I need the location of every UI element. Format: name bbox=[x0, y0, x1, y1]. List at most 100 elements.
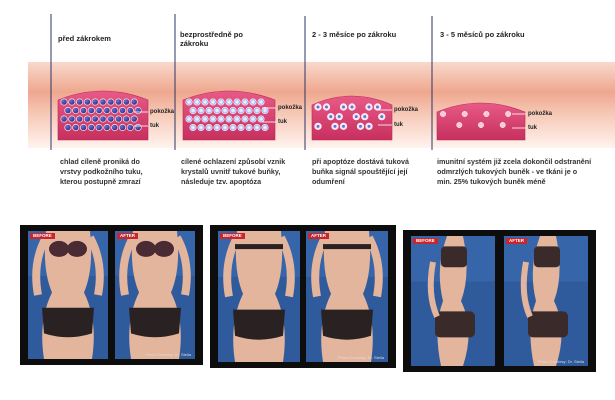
crystallized-fat-cell bbox=[245, 107, 253, 115]
fat-cell bbox=[68, 98, 76, 106]
cell-nucleus bbox=[380, 115, 384, 119]
fat-cell bbox=[87, 106, 95, 115]
fat-cell bbox=[99, 98, 107, 106]
crystallized-fat-cell bbox=[205, 124, 213, 132]
crystallized-fat-cell bbox=[225, 115, 233, 123]
right-arm bbox=[277, 235, 295, 298]
crystallized-fat-cell bbox=[237, 124, 245, 132]
cell-nucleus bbox=[316, 124, 320, 128]
fat-cell bbox=[103, 123, 111, 132]
fat-cell bbox=[60, 115, 68, 123]
fat-cell bbox=[72, 123, 80, 132]
layer-label-fat-4: tuk bbox=[528, 125, 537, 131]
bra-strap bbox=[323, 244, 371, 250]
bra-right-cup bbox=[67, 240, 87, 257]
crystallized-fat-cell bbox=[213, 124, 221, 132]
cell-nucleus bbox=[342, 105, 345, 109]
layer-label-fat-3: tuk bbox=[394, 122, 403, 128]
remaining-fat-cell bbox=[483, 111, 490, 117]
fat-cell bbox=[122, 115, 131, 123]
crystallized-fat-cell bbox=[189, 107, 197, 115]
cell-nucleus bbox=[329, 115, 333, 119]
fat-cell bbox=[91, 115, 99, 123]
fat-cell bbox=[76, 98, 84, 106]
crystallized-fat-cell bbox=[217, 115, 225, 123]
layer-label-skin-2: pokožka bbox=[278, 105, 303, 111]
remaining-fat-cell bbox=[456, 122, 463, 128]
fat-tissue-4 bbox=[436, 102, 526, 141]
fat-cell bbox=[118, 106, 127, 115]
cell-nucleus bbox=[359, 124, 362, 128]
bra-left-cup bbox=[49, 240, 69, 257]
photo-credit: Photo Courtesy: Dr. Stella bbox=[337, 355, 384, 360]
crystallized-fat-cell bbox=[209, 115, 217, 123]
before-tag: BEFORE bbox=[30, 233, 55, 239]
before-tag: BEFORE bbox=[413, 238, 438, 244]
crystallized-fat-cell bbox=[209, 98, 217, 106]
crystallized-fat-cell bbox=[257, 98, 265, 106]
fat-cell bbox=[95, 106, 103, 115]
left-arm bbox=[119, 235, 137, 296]
fat-cell bbox=[76, 115, 84, 123]
remaining-fat-cell bbox=[505, 111, 512, 117]
underwear bbox=[233, 309, 285, 340]
fat-cell bbox=[87, 123, 95, 132]
crystallized-fat-cell bbox=[233, 98, 241, 106]
photo-front-after: AFTER Photo Courtesy: Dr. Stella bbox=[115, 231, 195, 359]
stage-title-2: bezprostředně po zákroku bbox=[180, 30, 243, 48]
photo-panel-back: BEFORE AFTER Photo Courtesy: Dr. Stella bbox=[210, 225, 396, 368]
crystallized-fat-cell bbox=[193, 115, 201, 123]
fat-cell bbox=[134, 123, 142, 132]
crystallized-fat-cell bbox=[233, 115, 241, 123]
photo-side-after: AFTER Photo Courtesy: Dr. Stella bbox=[504, 236, 588, 366]
before-tag: BEFORE bbox=[220, 233, 245, 239]
right-arm bbox=[365, 235, 383, 298]
arm bbox=[520, 261, 533, 318]
fat-cell bbox=[130, 98, 138, 106]
crystallized-fat-cell bbox=[185, 98, 193, 106]
cell-nucleus bbox=[316, 105, 320, 109]
photo-back-before: BEFORE bbox=[218, 231, 300, 362]
crystallized-fat-cell bbox=[217, 98, 225, 106]
crystallized-fat-cell bbox=[237, 107, 245, 115]
stage-title-4: 3 - 5 měsíců po zákroku bbox=[440, 30, 525, 39]
crystallized-fat-cell bbox=[221, 124, 229, 132]
fat-cell bbox=[115, 98, 123, 106]
photo-credit: Photo Courtesy: Dr. Stella bbox=[144, 352, 191, 357]
crystallized-fat-cell bbox=[249, 98, 257, 106]
remaining-fat-cell bbox=[440, 111, 446, 117]
bra bbox=[534, 246, 560, 268]
fat-freezing-diagram bbox=[28, 14, 615, 150]
remaining-fat-cell bbox=[499, 122, 506, 128]
left-arm bbox=[223, 235, 241, 298]
photo-credit: Photo Courtesy: Dr. Stella bbox=[537, 359, 584, 364]
right-arm bbox=[86, 235, 104, 296]
fat-cell bbox=[83, 115, 92, 123]
crystallized-fat-cell bbox=[257, 115, 265, 123]
layer-label-skin-3: pokožka bbox=[394, 107, 419, 113]
crystallized-fat-cell bbox=[201, 98, 209, 106]
layer-label-skin-4: pokožka bbox=[528, 111, 553, 117]
underwear bbox=[129, 307, 181, 338]
bra-strap bbox=[235, 244, 283, 250]
fat-cell bbox=[126, 123, 134, 132]
left-arm bbox=[311, 235, 329, 298]
crystallized-fat-cell bbox=[241, 115, 249, 123]
fat-cell bbox=[79, 106, 88, 115]
fat-cell bbox=[111, 106, 119, 115]
fat-cell bbox=[99, 115, 107, 123]
fat-cell bbox=[60, 98, 68, 106]
fat-cell bbox=[126, 106, 134, 115]
crystallized-fat-cell bbox=[201, 115, 209, 123]
underwear bbox=[321, 309, 373, 340]
stage-caption-4: imunitní systém již zcela dokončil odstr… bbox=[437, 157, 592, 186]
crystallized-fat-cell bbox=[229, 124, 237, 132]
fat-cell bbox=[111, 123, 119, 132]
crystallized-fat-cell bbox=[253, 107, 261, 115]
photo-panel-side: BEFORE AFTER Photo Courtesy: Dr. Stella bbox=[403, 230, 596, 372]
cell-nucleus bbox=[350, 105, 354, 109]
fat-cell bbox=[91, 98, 99, 106]
crystallized-fat-cell bbox=[197, 107, 205, 115]
fat-cell bbox=[134, 106, 142, 115]
